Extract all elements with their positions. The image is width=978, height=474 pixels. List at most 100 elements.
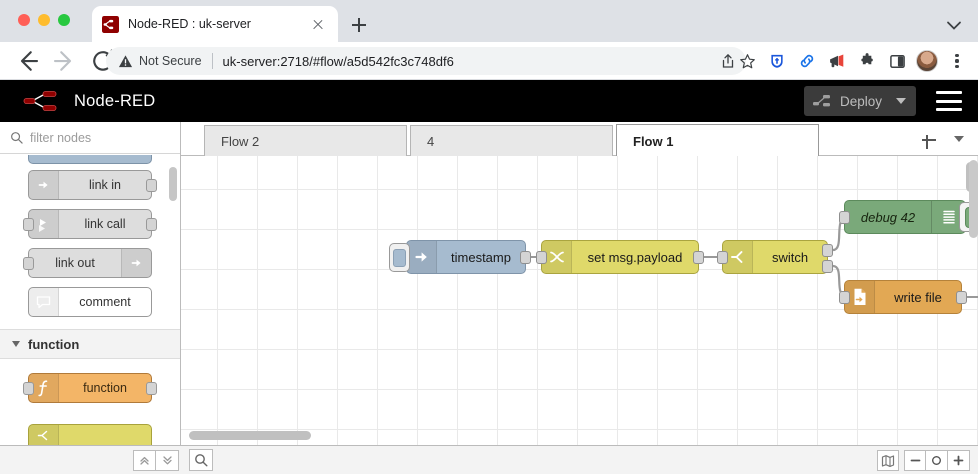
- port-in[interactable]: [23, 218, 34, 231]
- port-in[interactable]: [717, 251, 728, 264]
- nodered-logo-icon: [23, 91, 57, 111]
- flow-node-set-msg-payload[interactable]: set msg.payload: [536, 240, 704, 274]
- flow-tab-label: 4: [427, 133, 435, 149]
- flow-list-caret-icon[interactable]: [954, 136, 964, 142]
- palette-node-list: link in link call link out: [0, 155, 180, 445]
- extensions-puzzle-icon[interactable]: [852, 47, 882, 75]
- port-in[interactable]: [839, 291, 850, 304]
- palette-collapse-controls: [133, 450, 179, 471]
- port-in[interactable]: [536, 251, 547, 264]
- palette-node-link-in[interactable]: link in: [28, 170, 157, 200]
- tab-close-icon[interactable]: [308, 14, 328, 34]
- zoom-in-button[interactable]: [948, 450, 970, 471]
- port-out[interactable]: [693, 251, 704, 264]
- palette-category-label: function: [28, 336, 80, 352]
- megaphone-icon[interactable]: [822, 47, 852, 75]
- inject-trigger-button[interactable]: [389, 243, 410, 272]
- link-call-icon: [29, 210, 59, 238]
- window-maximize-button[interactable]: [58, 14, 70, 26]
- back-icon[interactable]: [12, 46, 42, 76]
- flow-node-write-file[interactable]: write file: [839, 280, 967, 314]
- browser-tab[interactable]: Node-RED : uk-server: [92, 6, 338, 42]
- palette-node-label: function: [83, 381, 127, 395]
- port-out-1[interactable]: [822, 244, 833, 257]
- palette-category-function[interactable]: function: [0, 329, 180, 359]
- url-text: uk-server:2718/#flow/a5d542fc3c748df6: [222, 53, 454, 69]
- tab-search-chevron-icon[interactable]: [942, 13, 966, 37]
- node-palette: filter nodes link in: [0, 122, 181, 445]
- share-icon[interactable]: [720, 53, 736, 69]
- palette-node-partial-top[interactable]: [28, 155, 152, 164]
- debug-lines-icon: [931, 201, 965, 233]
- window-controls: [18, 14, 70, 26]
- flow-tab-4[interactable]: 4: [410, 125, 613, 156]
- status-bar: [0, 445, 978, 474]
- flow-tab-flow-1[interactable]: Flow 1: [616, 124, 819, 157]
- comment-icon: [29, 288, 59, 316]
- browser-tabstrip: Node-RED : uk-server: [0, 0, 978, 42]
- switch-fork-icon: [723, 241, 753, 273]
- link-in-icon: [29, 171, 59, 199]
- palette-node-link-call[interactable]: link call: [23, 209, 157, 239]
- port-out-2[interactable]: [822, 260, 833, 273]
- flow-search-button[interactable]: [189, 449, 213, 471]
- port-out[interactable]: [146, 218, 157, 231]
- forward-icon[interactable]: [50, 46, 80, 76]
- address-bar[interactable]: Not Secure uk-server:2718/#flow/a5d542fc…: [106, 47, 746, 75]
- palette-node-comment[interactable]: comment: [28, 287, 152, 317]
- port-out[interactable]: [520, 251, 531, 264]
- flow-tab-label: Flow 1: [633, 133, 674, 149]
- chrome-menu-icon[interactable]: [942, 47, 972, 75]
- deploy-button[interactable]: Deploy: [803, 86, 916, 116]
- bookmark-star-icon[interactable]: [732, 47, 762, 75]
- search-icon: [11, 132, 23, 144]
- palette-node-label: comment: [79, 295, 131, 309]
- port-out[interactable]: [956, 291, 967, 304]
- add-flow-icon[interactable]: [920, 131, 938, 150]
- password-manager-icon[interactable]: [762, 47, 792, 75]
- switch-fork-icon: [29, 425, 59, 445]
- main-menu-hamburger-icon[interactable]: [936, 91, 962, 111]
- browser-tab-title: Node-RED : uk-server: [128, 17, 251, 31]
- port-in[interactable]: [23, 382, 34, 395]
- palette-scrollbar[interactable]: [169, 167, 177, 201]
- palette-node-link-out[interactable]: link out: [23, 248, 152, 278]
- flow-tab-label: Flow 2: [221, 133, 260, 149]
- flow-node-switch[interactable]: switch: [717, 240, 833, 274]
- flow-node-label: write file: [894, 289, 942, 305]
- palette-search-box[interactable]: filter nodes: [0, 122, 180, 154]
- flow-tab-flow-2[interactable]: Flow 2: [204, 125, 407, 156]
- deploy-caret-icon[interactable]: [896, 98, 906, 104]
- port-out[interactable]: [146, 179, 157, 192]
- nodered-title: Node-RED: [74, 91, 156, 110]
- window-minimize-button[interactable]: [38, 14, 50, 26]
- zoom-reset-button[interactable]: [926, 450, 948, 471]
- page-scrollbar[interactable]: [969, 160, 978, 238]
- window-close-button[interactable]: [18, 14, 30, 26]
- side-panel-icon[interactable]: [882, 47, 912, 75]
- port-in[interactable]: [839, 211, 850, 224]
- deploy-node-icon: [812, 95, 830, 107]
- collapse-all-icon[interactable]: [133, 450, 156, 471]
- flow-node-timestamp[interactable]: timestamp: [389, 240, 531, 274]
- new-tab-button[interactable]: [346, 12, 372, 38]
- profile-avatar[interactable]: [912, 47, 942, 75]
- flow-node-debug-42[interactable]: debug 42: [839, 200, 978, 234]
- flow-canvas[interactable]: timestamp set msg.payload switch: [181, 156, 978, 445]
- canvas-horizontal-scrollbar[interactable]: [189, 431, 311, 440]
- link-icon[interactable]: [792, 47, 822, 75]
- palette-node-partial-bottom[interactable]: [28, 424, 152, 445]
- nodered-favicon: [102, 15, 119, 33]
- flow-node-label: switch: [771, 249, 809, 265]
- zoom-out-button[interactable]: [904, 450, 926, 471]
- toolbar-divider: [0, 79, 978, 80]
- palette-node-function[interactable]: function: [23, 373, 157, 403]
- navigator-map-icon[interactable]: [877, 450, 899, 471]
- expand-all-icon[interactable]: [156, 450, 179, 471]
- browser-extension-icons: [732, 47, 972, 75]
- flow-tab-bar: Flow 2 4 Flow 1: [181, 122, 978, 157]
- port-in[interactable]: [23, 257, 34, 270]
- port-out[interactable]: [146, 382, 157, 395]
- function-f-icon: [29, 374, 59, 402]
